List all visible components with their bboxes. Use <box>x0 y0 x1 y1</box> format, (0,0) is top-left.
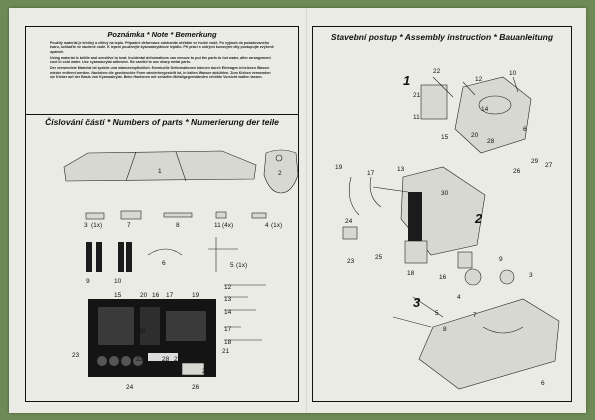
part-label: 23 <box>72 352 80 359</box>
assembly-label: 28 <box>487 138 495 145</box>
assembly-label: 21 <box>413 92 421 99</box>
part-label: 15 <box>114 292 122 299</box>
part-label: 18 <box>224 339 232 346</box>
part-label: 17 <box>224 326 232 333</box>
rods-12-18 <box>224 284 266 341</box>
part-label: 27 <box>174 356 182 363</box>
assembly-label: 11 <box>413 114 420 121</box>
part-label: 29 <box>202 368 210 375</box>
part-26 <box>181 362 205 376</box>
note-paragraph-en: Using material is brittle and sensitive … <box>50 55 271 65</box>
part-label: (1x) <box>91 222 102 229</box>
part-5 <box>208 237 238 272</box>
assembly-label: 23 <box>347 258 355 265</box>
assembly-label: 6 <box>541 380 545 387</box>
part-6 <box>147 248 183 256</box>
part-label: 1 <box>158 168 162 175</box>
parts-drawing: 1 2 3 (1x) 7 8 11 (4x) 4 (1x) 6 5 (1x) 9… <box>63 149 299 391</box>
part-label: 3 <box>84 222 88 229</box>
step-number: 3 <box>413 295 421 310</box>
assembly-label: 8 <box>443 326 447 333</box>
assembly-label: 14 <box>481 106 489 113</box>
step-3-drawing <box>392 251 560 390</box>
assembly-label: 17 <box>367 170 375 177</box>
part-label: 30 <box>138 328 146 335</box>
assembly-label: 25 <box>375 254 383 261</box>
part-label: (1x) <box>271 222 282 229</box>
part-label: 26 <box>192 384 200 391</box>
part-label: 8 <box>176 222 180 229</box>
assembly-label: 18 <box>407 270 415 277</box>
part-label: 6 <box>162 260 166 267</box>
assembly-label: 29 <box>531 158 539 165</box>
small-parts-row <box>85 210 267 220</box>
assembly-label: 13 <box>397 166 405 173</box>
parts-title: Číslování částí * Numbers of parts * Num… <box>45 117 279 127</box>
turret-part-2 <box>263 149 299 194</box>
assembly-label: 3 <box>529 272 533 279</box>
note-paragraph-de: Der verwendete Material ist spröde und w… <box>50 66 271 80</box>
assembly-label: 5 <box>435 310 439 317</box>
assembly-label: 27 <box>545 162 553 169</box>
part-label: 16 <box>152 292 160 299</box>
part-label: 10 <box>114 278 122 285</box>
step-number: 1 <box>403 73 410 88</box>
step-2-drawing <box>342 166 486 264</box>
assembly-label: 19 <box>335 164 343 171</box>
note-body: Použitý materiál je křehký a citlivý na … <box>50 41 276 81</box>
step-1-drawing <box>420 76 532 154</box>
assembly-drawing: 1 2 3 22 12 10 21 11 15 14 20 28 6 29 27… <box>335 68 560 390</box>
hull-part-1 <box>63 150 257 182</box>
assembly-label: 9 <box>499 256 503 263</box>
assembly-label: 20 <box>471 132 479 139</box>
instruction-sheet: Poznámka * Note * Bemerkung Použitý mate… <box>9 8 586 413</box>
part-label: (4x) <box>222 222 233 229</box>
part-label: 28 <box>162 356 170 363</box>
part-label: (1x) <box>236 262 247 269</box>
part-label: 17 <box>166 292 174 299</box>
assembly-label: 7 <box>473 312 477 319</box>
part-label: 12 <box>224 284 232 291</box>
section-divider <box>26 114 298 115</box>
part-label: 13 <box>224 296 232 303</box>
assembly-label: 15 <box>441 134 449 141</box>
part-label: 11 <box>214 222 221 229</box>
assembly-label: 4 <box>457 294 461 301</box>
assembly-label: 16 <box>439 274 447 281</box>
assembly-label: 26 <box>513 168 521 175</box>
part-label: 24 <box>126 384 134 391</box>
part-label: 19 <box>192 292 200 299</box>
sheet-fold <box>306 8 308 413</box>
left-panel: Poznámka * Note * Bemerkung Použitý mate… <box>25 26 299 402</box>
part-label: 7 <box>127 222 131 229</box>
part-label: 2 <box>278 170 282 177</box>
tracks-9-10 <box>86 242 132 272</box>
part-label: 14 <box>224 309 232 316</box>
part-label: 20 <box>140 292 148 299</box>
right-panel: Stavební postup * Assembly instruction *… <box>312 26 572 402</box>
note-paragraph-cz: Použitý materiál je křehký a citlivý na … <box>50 41 274 54</box>
part-label: 5 <box>230 262 234 269</box>
assembly-label: 24 <box>345 218 353 225</box>
part-label: 21 <box>222 348 230 355</box>
note-title: Poznámka * Note * Bemerkung <box>107 30 217 39</box>
part-label: 22 <box>136 356 144 363</box>
part-label: 9 <box>86 278 90 285</box>
assembly-label: 22 <box>433 68 441 75</box>
step-number: 2 <box>474 211 483 226</box>
assembly-label: 10 <box>509 70 517 77</box>
assembly-label: 30 <box>441 190 449 197</box>
part-label: 4 <box>265 222 269 229</box>
assembly-label: 6 <box>523 126 527 133</box>
assembly-label: 12 <box>475 76 483 83</box>
assembly-title: Stavební postup * Assembly instruction *… <box>330 32 554 42</box>
